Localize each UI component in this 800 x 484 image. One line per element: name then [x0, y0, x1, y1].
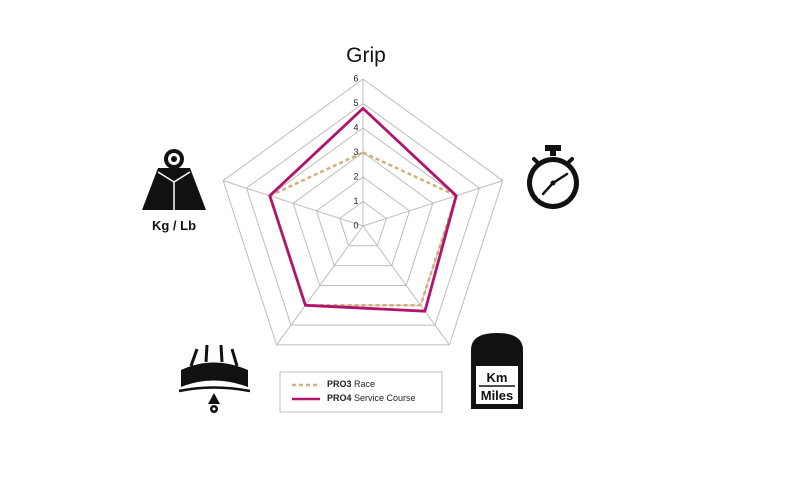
distance-caption-km: Km — [487, 370, 508, 385]
legend-label-pro3-bold: PRO3 — [327, 379, 352, 389]
distance-caption-miles: Miles — [481, 388, 514, 403]
weight-kg-lb-icon: Kg / Lb — [142, 149, 206, 233]
tick-label-5: 5 — [353, 98, 358, 108]
tick-label-6: 6 — [353, 73, 358, 83]
grid-ring-6 — [222, 78, 504, 346]
grid-ring-5 — [245, 102, 481, 326]
legend-label-pro3-race: PRO3 Race — [327, 379, 375, 389]
series-line-pro4-service-course — [268, 107, 458, 313]
legend-label-pro4-bold: PRO4 — [327, 393, 352, 403]
legend: PRO3 Race PRO4 Service Course — [279, 371, 443, 413]
grid-spoke-1 — [362, 180, 503, 227]
radar-tick-labels: 0 1 2 3 4 5 6 — [353, 73, 358, 230]
weight-caption: Kg / Lb — [152, 218, 196, 233]
grid-spoke-3 — [276, 225, 364, 346]
stopwatch-icon — [527, 145, 579, 209]
legend-label-pro3-rest: Race — [352, 379, 376, 389]
grid-spoke-2 — [362, 225, 450, 346]
tick-label-0: 0 — [353, 220, 358, 230]
tick-label-3: 3 — [353, 147, 358, 157]
tick-label-4: 4 — [353, 122, 358, 132]
tire-puncture-protection-icon — [178, 344, 251, 413]
axis-title-grip: Grip — [346, 44, 386, 67]
tick-label-1: 1 — [353, 196, 358, 206]
grid-ring-2 — [315, 176, 411, 267]
grid-ring-3 — [292, 151, 434, 286]
legend-label-pro4-service-course: PRO4 Service Course — [327, 393, 416, 403]
series-line-pro3-race — [268, 151, 458, 307]
grid-ring-1 — [339, 200, 387, 247]
legend-label-pro4-rest: Service Course — [352, 393, 416, 403]
grid-spoke-4 — [223, 180, 364, 227]
radar-series — [268, 107, 458, 313]
distance-km-miles-icon: Km Miles — [471, 333, 523, 409]
tick-label-2: 2 — [353, 171, 358, 181]
radar-grid — [222, 78, 504, 346]
